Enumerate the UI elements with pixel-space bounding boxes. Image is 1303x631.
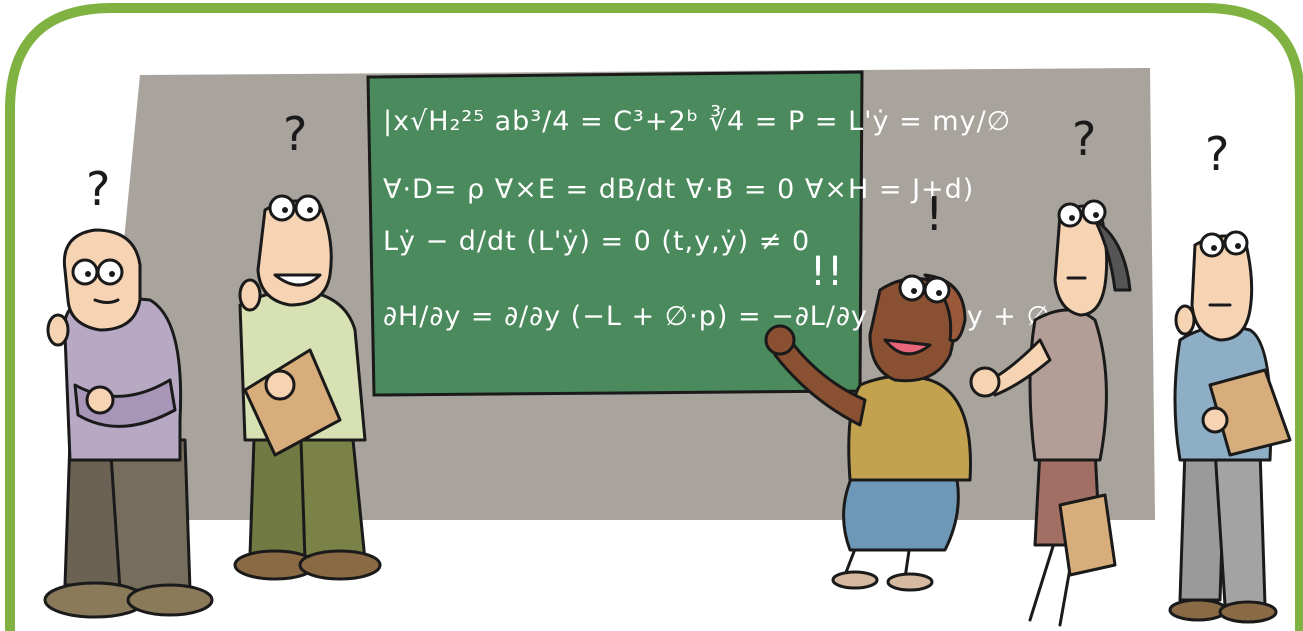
- question-mark-4: ?: [1205, 127, 1229, 181]
- man-with-folder-icon: [1168, 230, 1292, 624]
- board-line-3: Lẏ − d/dt (L'ẏ) = 0 (t,y,ẏ) ≠ 0: [383, 226, 810, 257]
- confused-man-arms-crossed-icon: [43, 228, 214, 619]
- question-mark-1: ?: [86, 162, 110, 216]
- board-line-1: |x√H₂²⁵ ab³/4 = C³+2ᵇ ∛4 = P = L'ẏ = my/…: [383, 104, 1011, 137]
- frame-border: [5, 3, 1303, 631]
- exclamation-mark: !: [925, 187, 943, 241]
- question-mark-2: ?: [283, 107, 307, 161]
- board-exclaim: !!: [810, 249, 844, 295]
- question-mark-3: ?: [1072, 112, 1096, 166]
- woman-pointing-icon: [969, 199, 1132, 627]
- board-line-2: ∀·D= ρ ∀×E = dB/dt ∀·B = 0 ∀×H = J+d): [383, 174, 974, 205]
- woman-presenter-with-chalk-icon: [764, 273, 972, 592]
- chalkboard: |x√H₂²⁵ ab³/4 = C³+2ᵇ ∛4 = P = L'ẏ = my/…: [366, 70, 1050, 397]
- smiling-man-with-folder-icon: [233, 194, 382, 581]
